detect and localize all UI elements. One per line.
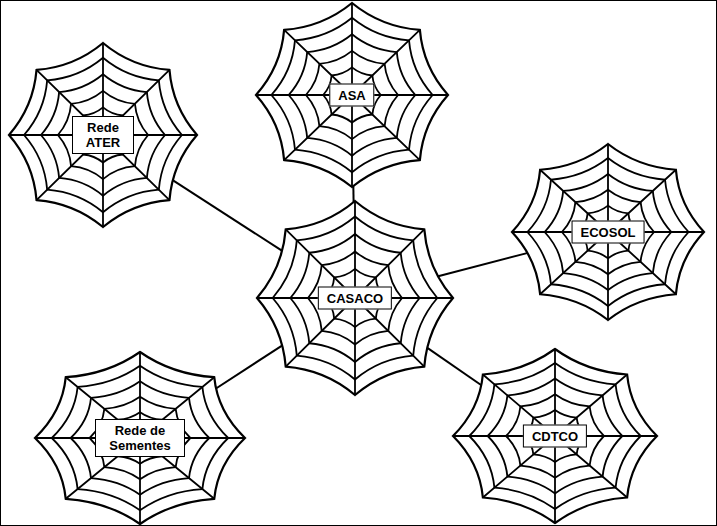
web-ring <box>9 43 197 227</box>
web-spoke <box>35 352 245 524</box>
web-node: CDTCO <box>451 347 659 525</box>
connector-line <box>212 345 283 391</box>
web-ring <box>257 201 453 395</box>
label-box: CASACO <box>318 287 392 310</box>
node-label: ASA <box>338 88 365 103</box>
node-label: CDTCO <box>532 429 578 444</box>
label-box: Rede ATER <box>72 116 134 154</box>
label-box: Rede de Sementes <box>95 419 185 457</box>
web-spoke <box>453 349 657 523</box>
web-ring <box>256 3 448 187</box>
web-spoke <box>512 144 704 320</box>
web-ring <box>35 352 245 524</box>
web-ring <box>453 349 657 523</box>
web-node: CASACO <box>255 199 455 397</box>
node-label: Rede ATER <box>81 120 125 150</box>
web-ring <box>512 144 704 320</box>
label-box: CDTCO <box>523 425 587 448</box>
label-box: ASA <box>329 84 374 107</box>
web-node: Rede de Sementes <box>33 350 247 526</box>
node-label: Rede de Sementes <box>104 423 176 453</box>
node-label: ECOSOL <box>581 225 636 240</box>
web-node: ECOSOL <box>510 142 706 322</box>
web-spoke <box>257 201 453 395</box>
node-label: CASACO <box>327 291 383 306</box>
connector-line <box>426 347 486 388</box>
label-box: ECOSOL <box>572 221 645 244</box>
web-node: Rede ATER <box>7 41 199 229</box>
connector-line <box>172 180 283 252</box>
web-node: ASA <box>254 1 450 189</box>
connector-line <box>438 253 527 276</box>
web-spoke <box>9 43 197 227</box>
web-spoke <box>256 3 448 187</box>
